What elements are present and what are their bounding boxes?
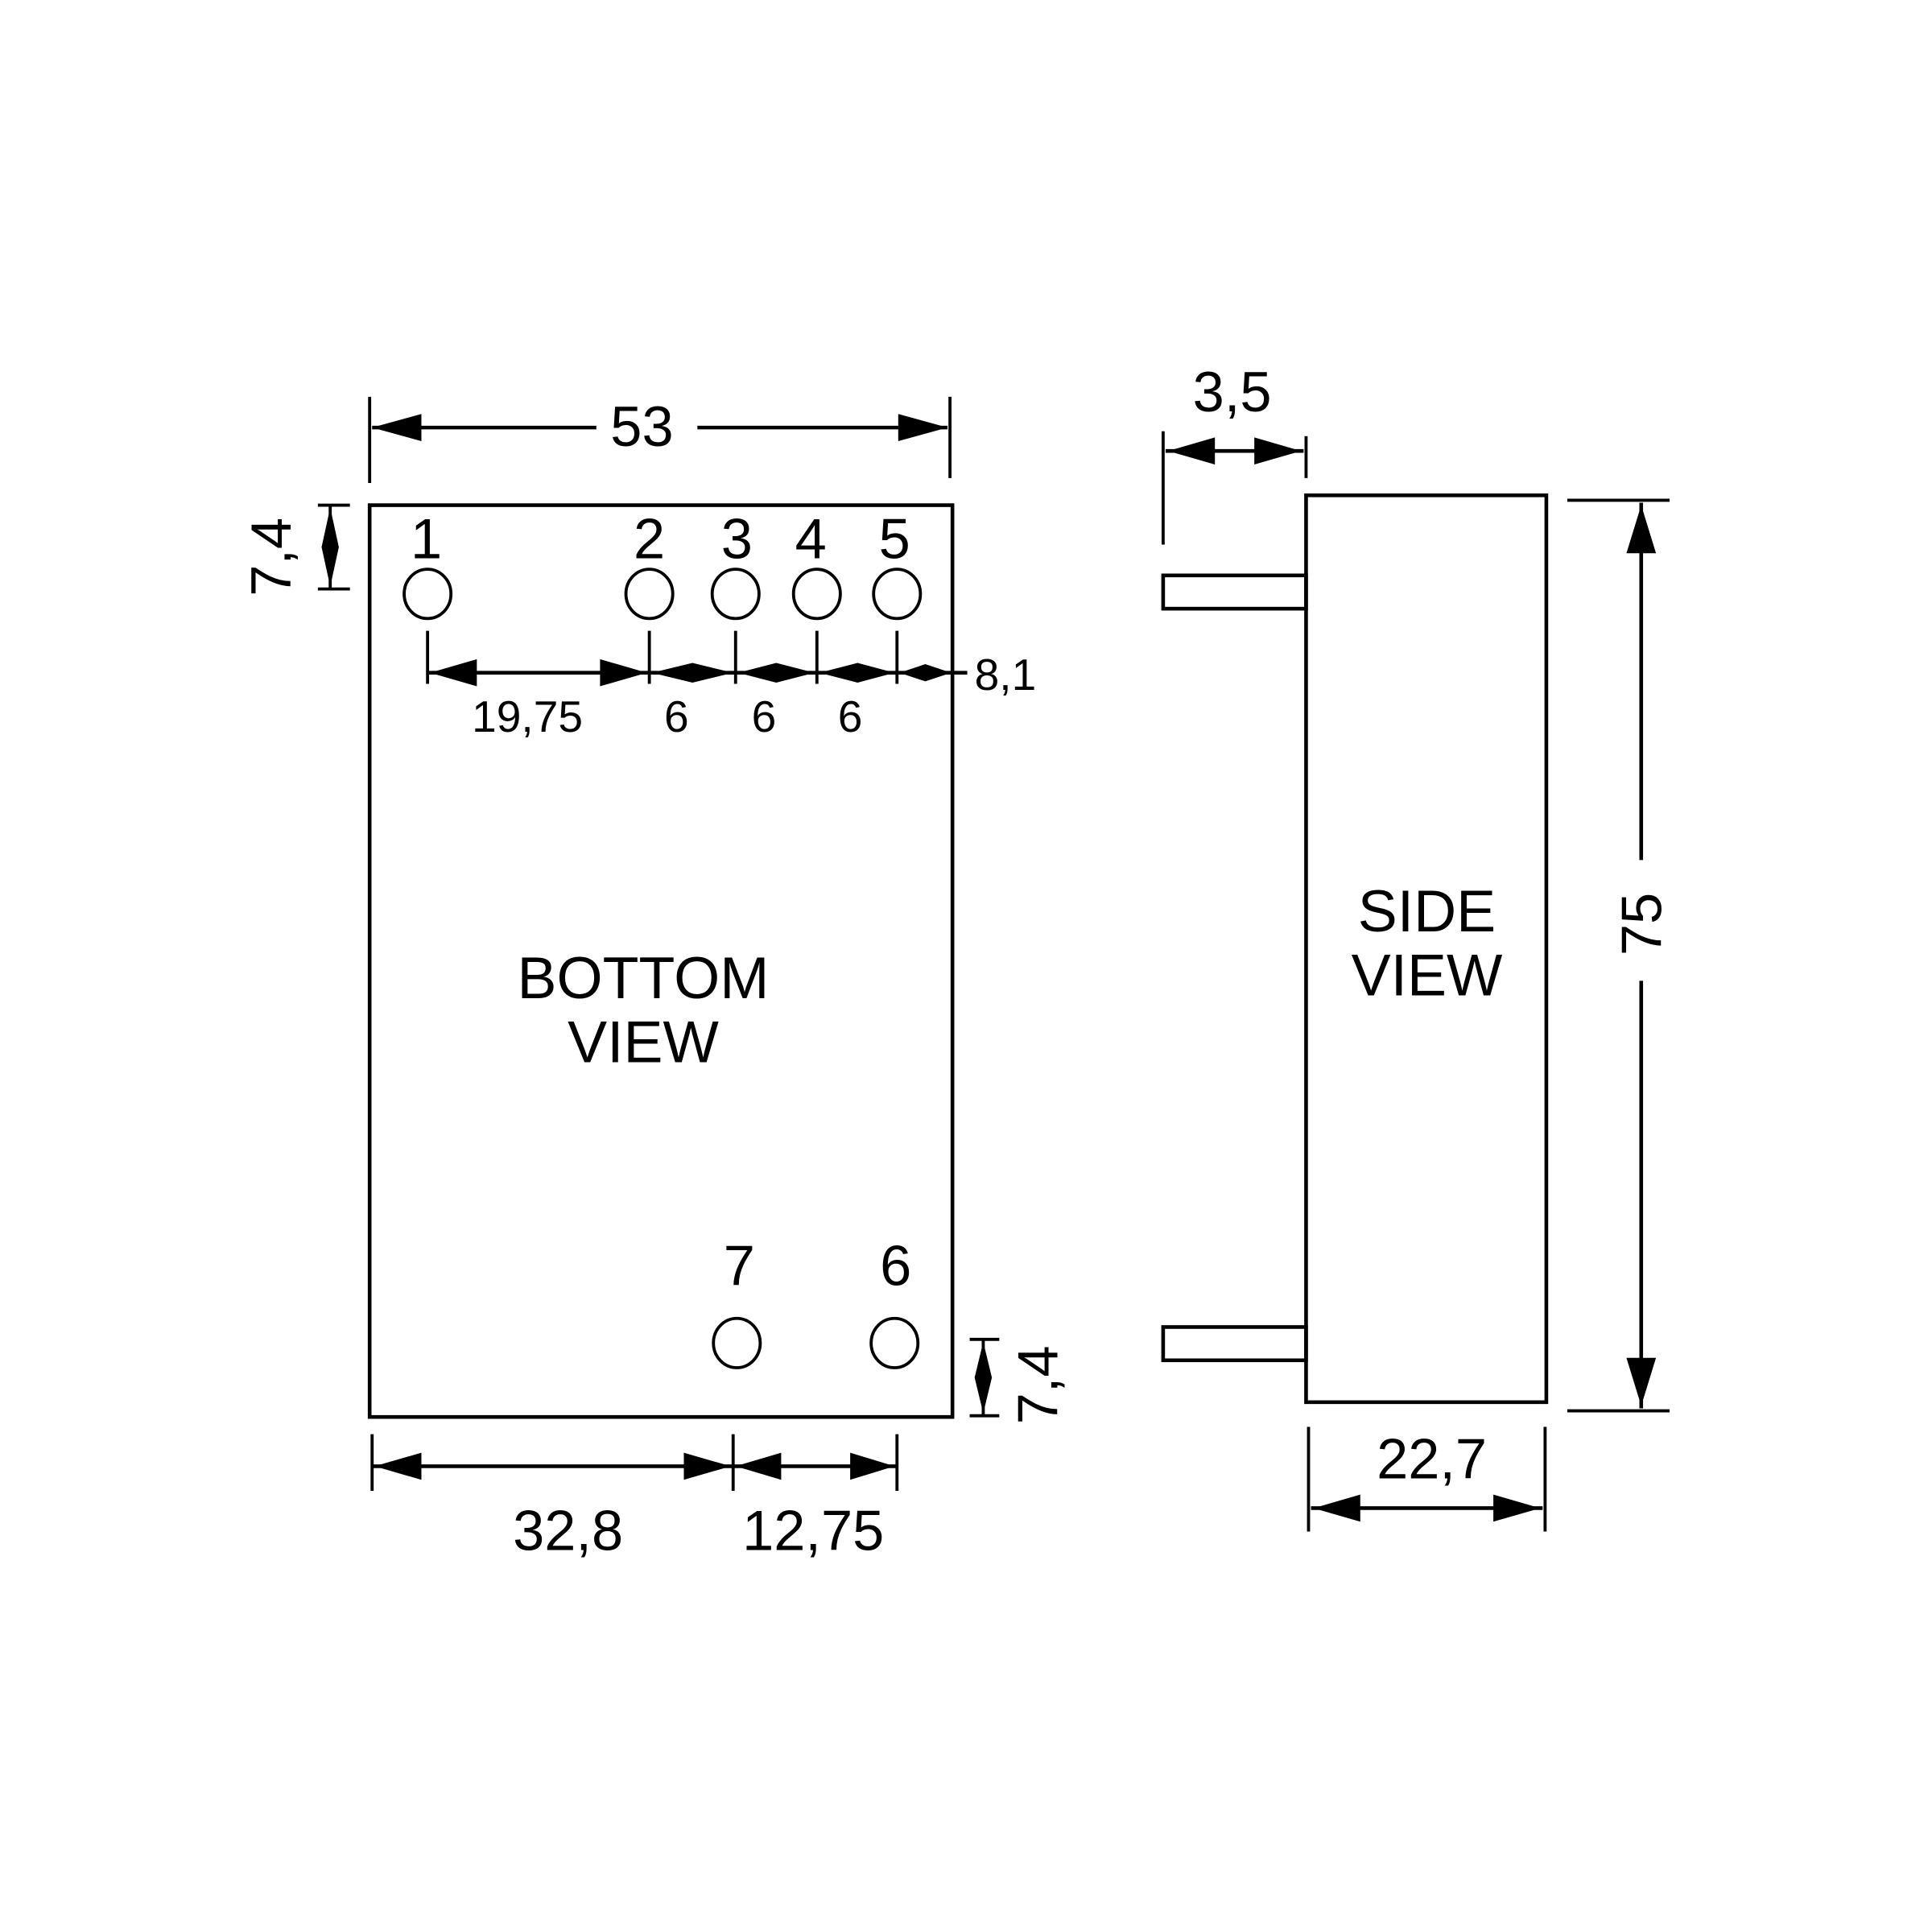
dim-label: 53	[610, 394, 673, 458]
dim-label: 7,4	[1005, 1345, 1069, 1424]
pin-hole-6	[869, 1316, 920, 1369]
side-view: 3,5 75 SIDE VIEW 22,7	[1161, 360, 1673, 1532]
arrow-left-icon	[372, 414, 422, 441]
double-arrow-icon	[974, 1341, 993, 1414]
dim-label: 22,7	[1377, 1427, 1487, 1491]
bottom-view-label: BOTTOM	[518, 944, 770, 1011]
pin-hole-1	[402, 568, 453, 621]
dim-pin-offset-top: 7,4	[239, 503, 350, 597]
dim-label: 6	[752, 691, 777, 741]
pin-hole-2	[624, 568, 675, 621]
dim-height: 75	[1567, 498, 1673, 1413]
top-pin-row: 1 2 3 4 5	[402, 506, 923, 621]
dim-label: 7,4	[239, 518, 303, 597]
double-arrow-icon	[321, 507, 339, 587]
dim-label: 6	[838, 691, 863, 741]
dim-label: 12,75	[742, 1499, 884, 1563]
pin-label: 7	[724, 1233, 755, 1297]
pin-label: 5	[879, 506, 910, 570]
side-view-label: SIDE	[1358, 877, 1496, 944]
dim-label: 6	[664, 691, 689, 741]
side-pin-bottom	[1161, 1325, 1308, 1363]
pin-hole-4	[791, 568, 842, 621]
pin-hole-5	[872, 568, 923, 621]
dim-label: 75	[1609, 893, 1673, 956]
dim-label: 19,75	[472, 691, 583, 741]
dim-pin-offset-bottom: 7,4	[969, 1337, 1069, 1424]
dim-pin-length: 3,5	[1161, 360, 1308, 545]
pin-hole-3	[710, 568, 761, 621]
pin-label: 3	[721, 506, 753, 570]
side-view-body-outline	[1304, 493, 1549, 1405]
dim-width-53: 53	[368, 394, 952, 483]
dim-bottom-chain: 32,8 12,75	[370, 1434, 899, 1563]
side-pin-top	[1161, 573, 1308, 611]
pin-label: 1	[411, 506, 442, 570]
pin-label: 4	[795, 506, 827, 570]
dim-label: 3,5	[1193, 360, 1272, 423]
dim-pin-pitch-chain: 19,75 6 6 6 8,1	[426, 630, 1037, 741]
bottom-view-label: VIEW	[568, 1008, 719, 1075]
dim-depth: 22,7	[1307, 1426, 1547, 1532]
bottom-view: 53 7,4 1 2 3 4 5	[239, 394, 1069, 1562]
bottom-view-body-outline	[367, 503, 955, 1419]
dim-label: 8,1	[975, 650, 1037, 700]
pin-label: 6	[880, 1233, 911, 1297]
arrow-right-icon	[898, 414, 948, 441]
dim-label: 32,8	[513, 1499, 623, 1563]
bottom-pin-row: 7 6	[712, 1233, 920, 1369]
pin-label: 2	[634, 506, 665, 570]
side-view-label: VIEW	[1352, 942, 1503, 1009]
pin-hole-7	[712, 1316, 762, 1369]
